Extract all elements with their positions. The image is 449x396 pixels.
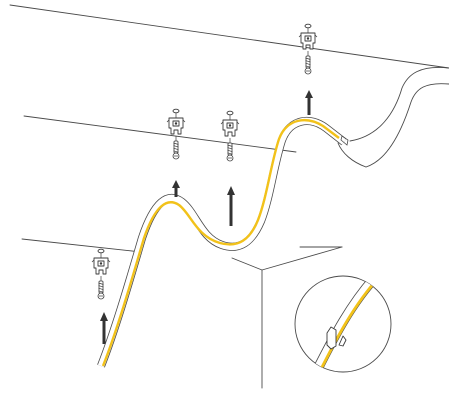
push-up-arrow-icon <box>305 90 313 115</box>
mounting-clip-assembly <box>220 110 240 162</box>
screw-icon <box>226 138 234 162</box>
mounting-clip-icon <box>166 117 186 135</box>
led-strip-light <box>101 118 340 367</box>
screw-icon <box>97 276 105 300</box>
mounting-clip-icon <box>220 119 240 137</box>
mounting-clip-assembly <box>298 23 318 75</box>
clip-tab-icon <box>97 248 105 258</box>
mounting-clip-icon <box>298 32 318 50</box>
screw-icon <box>304 51 312 75</box>
mounting-clips <box>91 23 318 300</box>
detail-magnifier-icon <box>294 275 392 373</box>
led-strip <box>97 116 349 368</box>
clip-tab-icon <box>304 23 312 33</box>
push-up-arrows <box>100 90 313 344</box>
push-up-arrow-icon <box>172 180 180 197</box>
mounting-clip-assembly <box>91 248 111 300</box>
clip-tab-icon <box>226 110 234 120</box>
push-up-arrow-icon <box>100 312 108 344</box>
clip-tab-icon <box>172 108 180 118</box>
push-up-arrow-icon <box>227 186 235 226</box>
mounting-clip-icon <box>91 257 111 275</box>
screw-icon <box>172 136 180 160</box>
mounting-clip-assembly <box>166 108 186 160</box>
lower-wall <box>21 238 343 389</box>
upper-surface <box>9 4 449 168</box>
